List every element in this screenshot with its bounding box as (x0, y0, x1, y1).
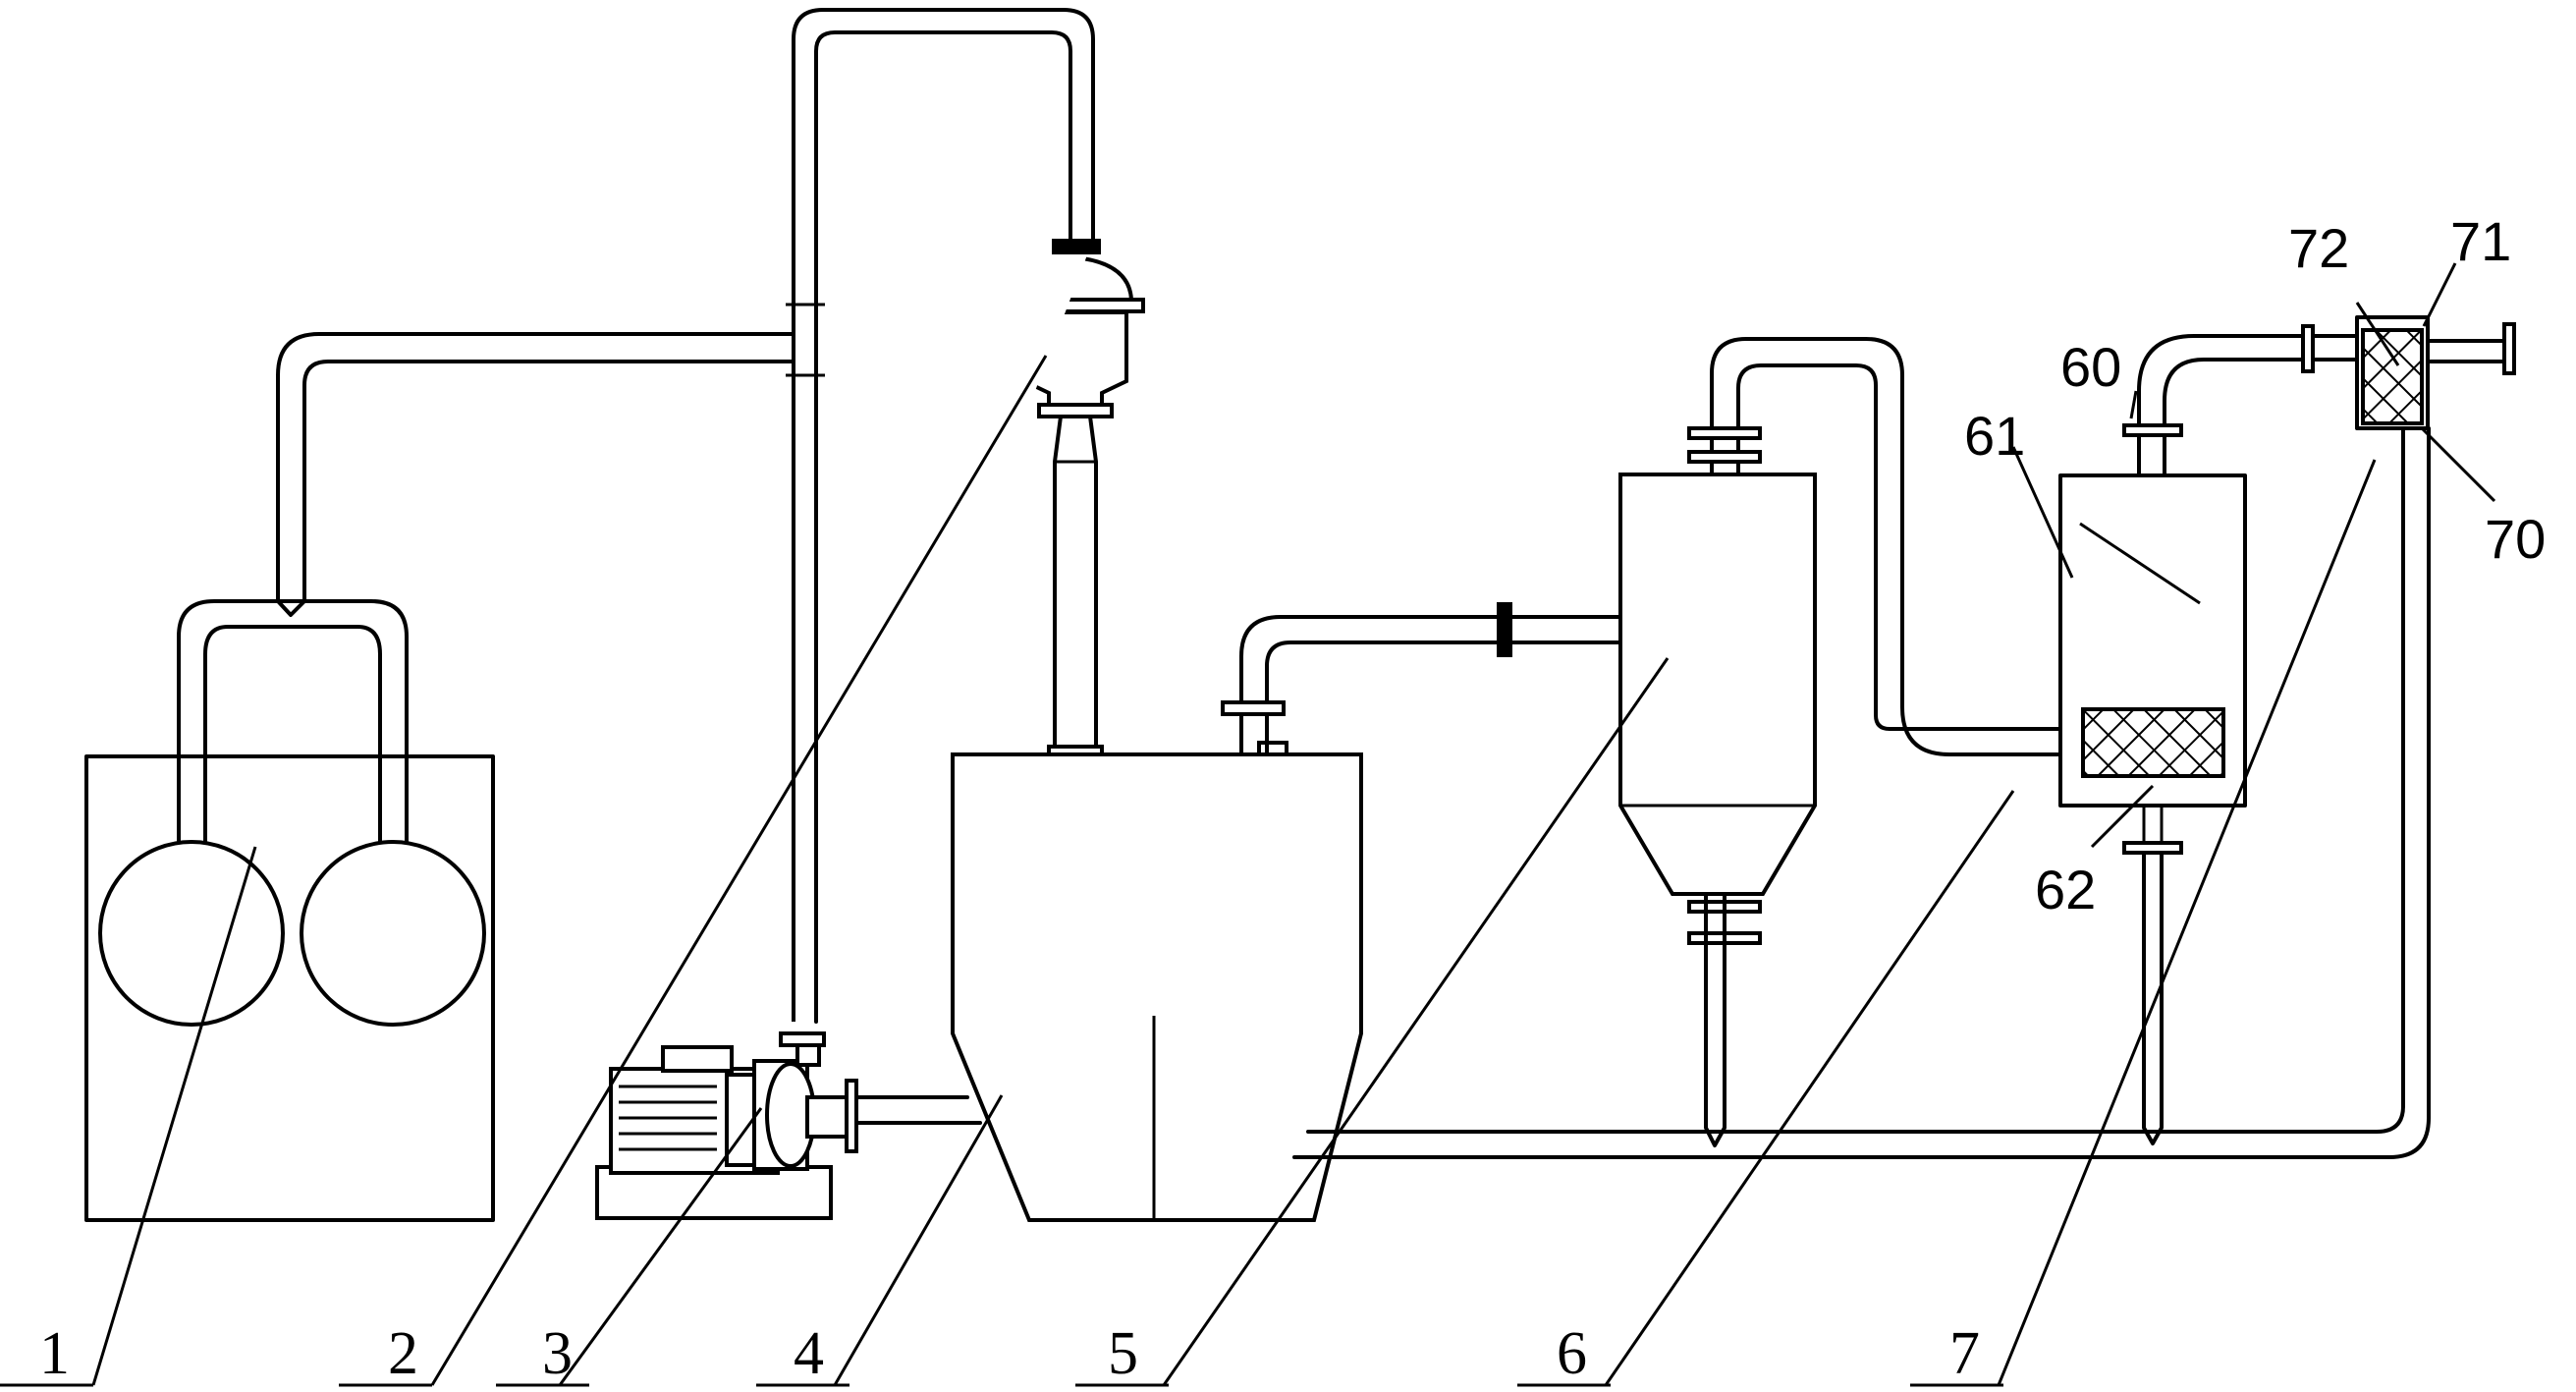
label-3: 3 (542, 1320, 573, 1387)
return-pipe (786, 8, 1099, 1024)
component-7-demister (1292, 315, 2516, 1159)
label-1: 1 (39, 1320, 70, 1387)
label-70: 70 (2485, 508, 2546, 570)
label-62: 62 (2035, 859, 2096, 920)
label-5: 5 (1108, 1320, 1138, 1387)
return-header (1306, 1104, 2405, 1134)
label-61: 61 (1964, 405, 2025, 467)
label-60: 60 (2060, 336, 2121, 398)
component-3-pump (595, 1031, 982, 1220)
component-6-filter-unit (2058, 324, 2315, 1145)
component-5-separator (1618, 337, 2062, 1147)
label-6: 6 (1557, 1320, 1587, 1387)
label-72: 72 (2288, 217, 2349, 279)
label-2: 2 (388, 1320, 418, 1387)
label-71: 71 (2450, 210, 2511, 272)
label-7: 7 (1949, 1320, 1980, 1387)
leader-lines (0, 262, 2496, 1387)
label-4: 4 (794, 1320, 824, 1387)
component-4-tank (951, 602, 1622, 1222)
